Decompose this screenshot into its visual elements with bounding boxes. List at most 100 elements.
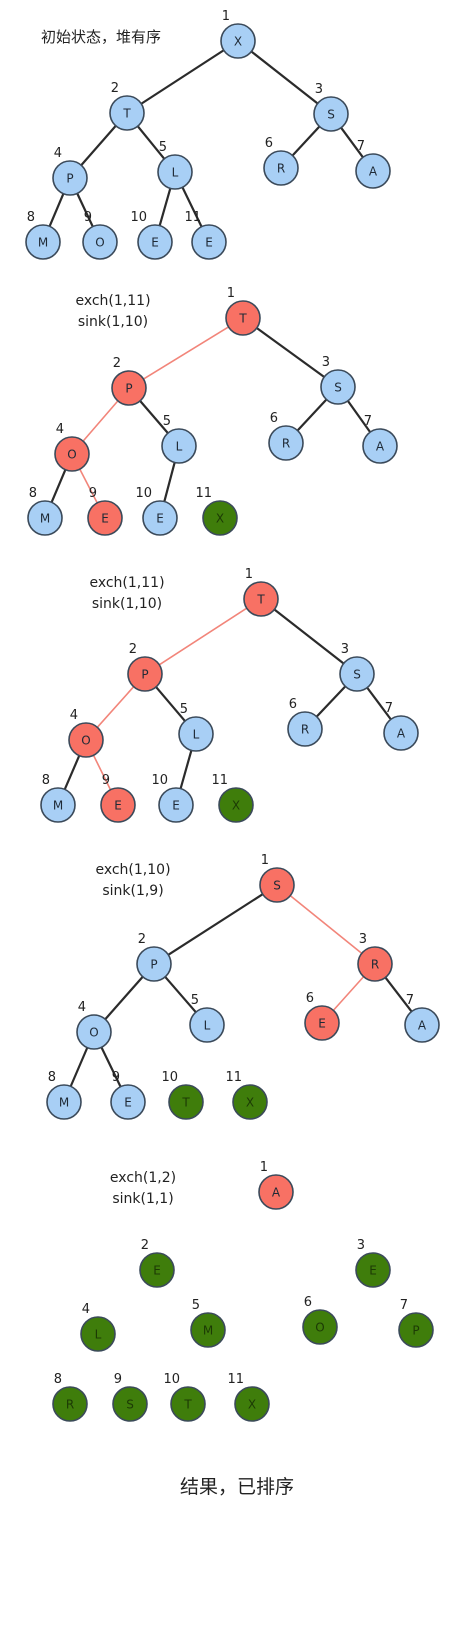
node-circle (40, 787, 76, 823)
heap-node: P2 (127, 642, 163, 692)
node-letter: E (172, 799, 180, 813)
stage-5-caption: exch(1,2) sink(1,1) (88, 1168, 198, 1210)
heap-node: S3 (320, 355, 356, 405)
initial-state-title: 初始状态，堆有序 (41, 28, 162, 46)
tree-edge-2-5 (136, 125, 166, 160)
heap-node: O6 (302, 1295, 338, 1345)
heap-node: A1 (258, 1160, 294, 1210)
node-circle (190, 1312, 226, 1348)
node-index: 3 (359, 932, 367, 947)
node-letter: L (176, 440, 183, 454)
tree-edge-1-3 (273, 608, 345, 665)
node-letter: P (141, 668, 148, 682)
node-letter: E (205, 236, 213, 250)
node-circle (225, 300, 261, 336)
node-circle (259, 867, 295, 903)
tree-edge-3-6 (296, 398, 328, 432)
node-circle (287, 711, 323, 747)
node-letter: A (376, 440, 385, 454)
node-letter: P (150, 958, 157, 972)
tree-edge-4-8 (48, 193, 65, 227)
node-letter: P (412, 1324, 419, 1338)
node-circle (383, 715, 419, 751)
node-circle (189, 1007, 225, 1043)
node-circle (142, 500, 178, 536)
stage-3-caption-line-2: sink(1,10) (91, 596, 163, 612)
node-circle (268, 425, 304, 461)
node-index: 6 (265, 136, 273, 151)
node-index: 9 (89, 486, 97, 501)
tree-edge-1-3 (289, 895, 363, 954)
heap-node: O4 (76, 1000, 112, 1050)
node-circle (136, 946, 172, 982)
node-circle (362, 428, 398, 464)
heap-node: A7 (355, 139, 391, 189)
node-circle (100, 787, 136, 823)
node-index: 1 (261, 853, 269, 868)
stage-2-caption-line-2: sink(1,10) (77, 314, 149, 330)
node-index: 8 (29, 486, 37, 501)
node-circle (137, 224, 173, 260)
heap-node: M8 (25, 210, 61, 260)
node-index: 11 (195, 486, 212, 501)
node-circle (243, 581, 279, 617)
node-index: 4 (54, 146, 62, 161)
node-circle (157, 154, 193, 190)
node-circle (258, 1174, 294, 1210)
node-circle (355, 153, 391, 189)
heap-node: T10 (163, 1372, 206, 1422)
node-circle (158, 787, 194, 823)
tree-edge-1-2 (158, 607, 248, 666)
node-letter: T (256, 593, 265, 607)
node-circle (404, 1007, 440, 1043)
tree-edge-3-7 (340, 127, 364, 158)
node-circle (80, 1316, 116, 1352)
tree-edge-4-9 (92, 754, 112, 791)
heap-node: M8 (40, 773, 76, 823)
tree-edge-2-4 (80, 125, 117, 166)
heap-node: L5 (189, 993, 225, 1043)
node-letter: R (66, 1398, 74, 1412)
node-index: 8 (27, 210, 35, 225)
heap-node: M8 (27, 486, 63, 536)
heap-node: A7 (362, 414, 398, 464)
node-circle (263, 150, 299, 186)
node-index: 5 (192, 1298, 200, 1313)
node-circle (68, 722, 104, 758)
node-letter: L (172, 166, 179, 180)
node-letter: R (301, 723, 309, 737)
node-circle (46, 1084, 82, 1120)
tree-edge-3-6 (291, 125, 321, 157)
tree-edge-1-3 (250, 50, 319, 105)
node-index: 6 (304, 1295, 312, 1310)
node-index: 5 (163, 414, 171, 429)
heap-node: O4 (68, 708, 104, 758)
node-letter: A (397, 727, 406, 741)
node-index: 1 (227, 286, 235, 301)
node-letter: A (369, 165, 378, 179)
node-index: 8 (42, 773, 50, 788)
tree-edge-2-5 (155, 686, 186, 722)
heap-node: O4 (54, 422, 90, 472)
heap-node: S9 (112, 1372, 148, 1422)
node-index: 7 (364, 414, 372, 429)
node-letter: R (371, 958, 379, 972)
heap-node: E6 (304, 991, 340, 1041)
heap-node: L5 (161, 414, 197, 464)
tree-edge-4-8 (63, 755, 81, 790)
node-circle (302, 1309, 338, 1345)
tree-edge-4-8 (50, 469, 67, 503)
node-index: 9 (102, 773, 110, 788)
tree-edge-4-9 (100, 1046, 122, 1088)
node-letter: E (156, 512, 164, 526)
node-circle (202, 500, 238, 536)
heap-node: P2 (136, 932, 172, 982)
heap-node: E11 (184, 210, 227, 260)
node-circle (170, 1386, 206, 1422)
node-letter: L (193, 728, 200, 742)
